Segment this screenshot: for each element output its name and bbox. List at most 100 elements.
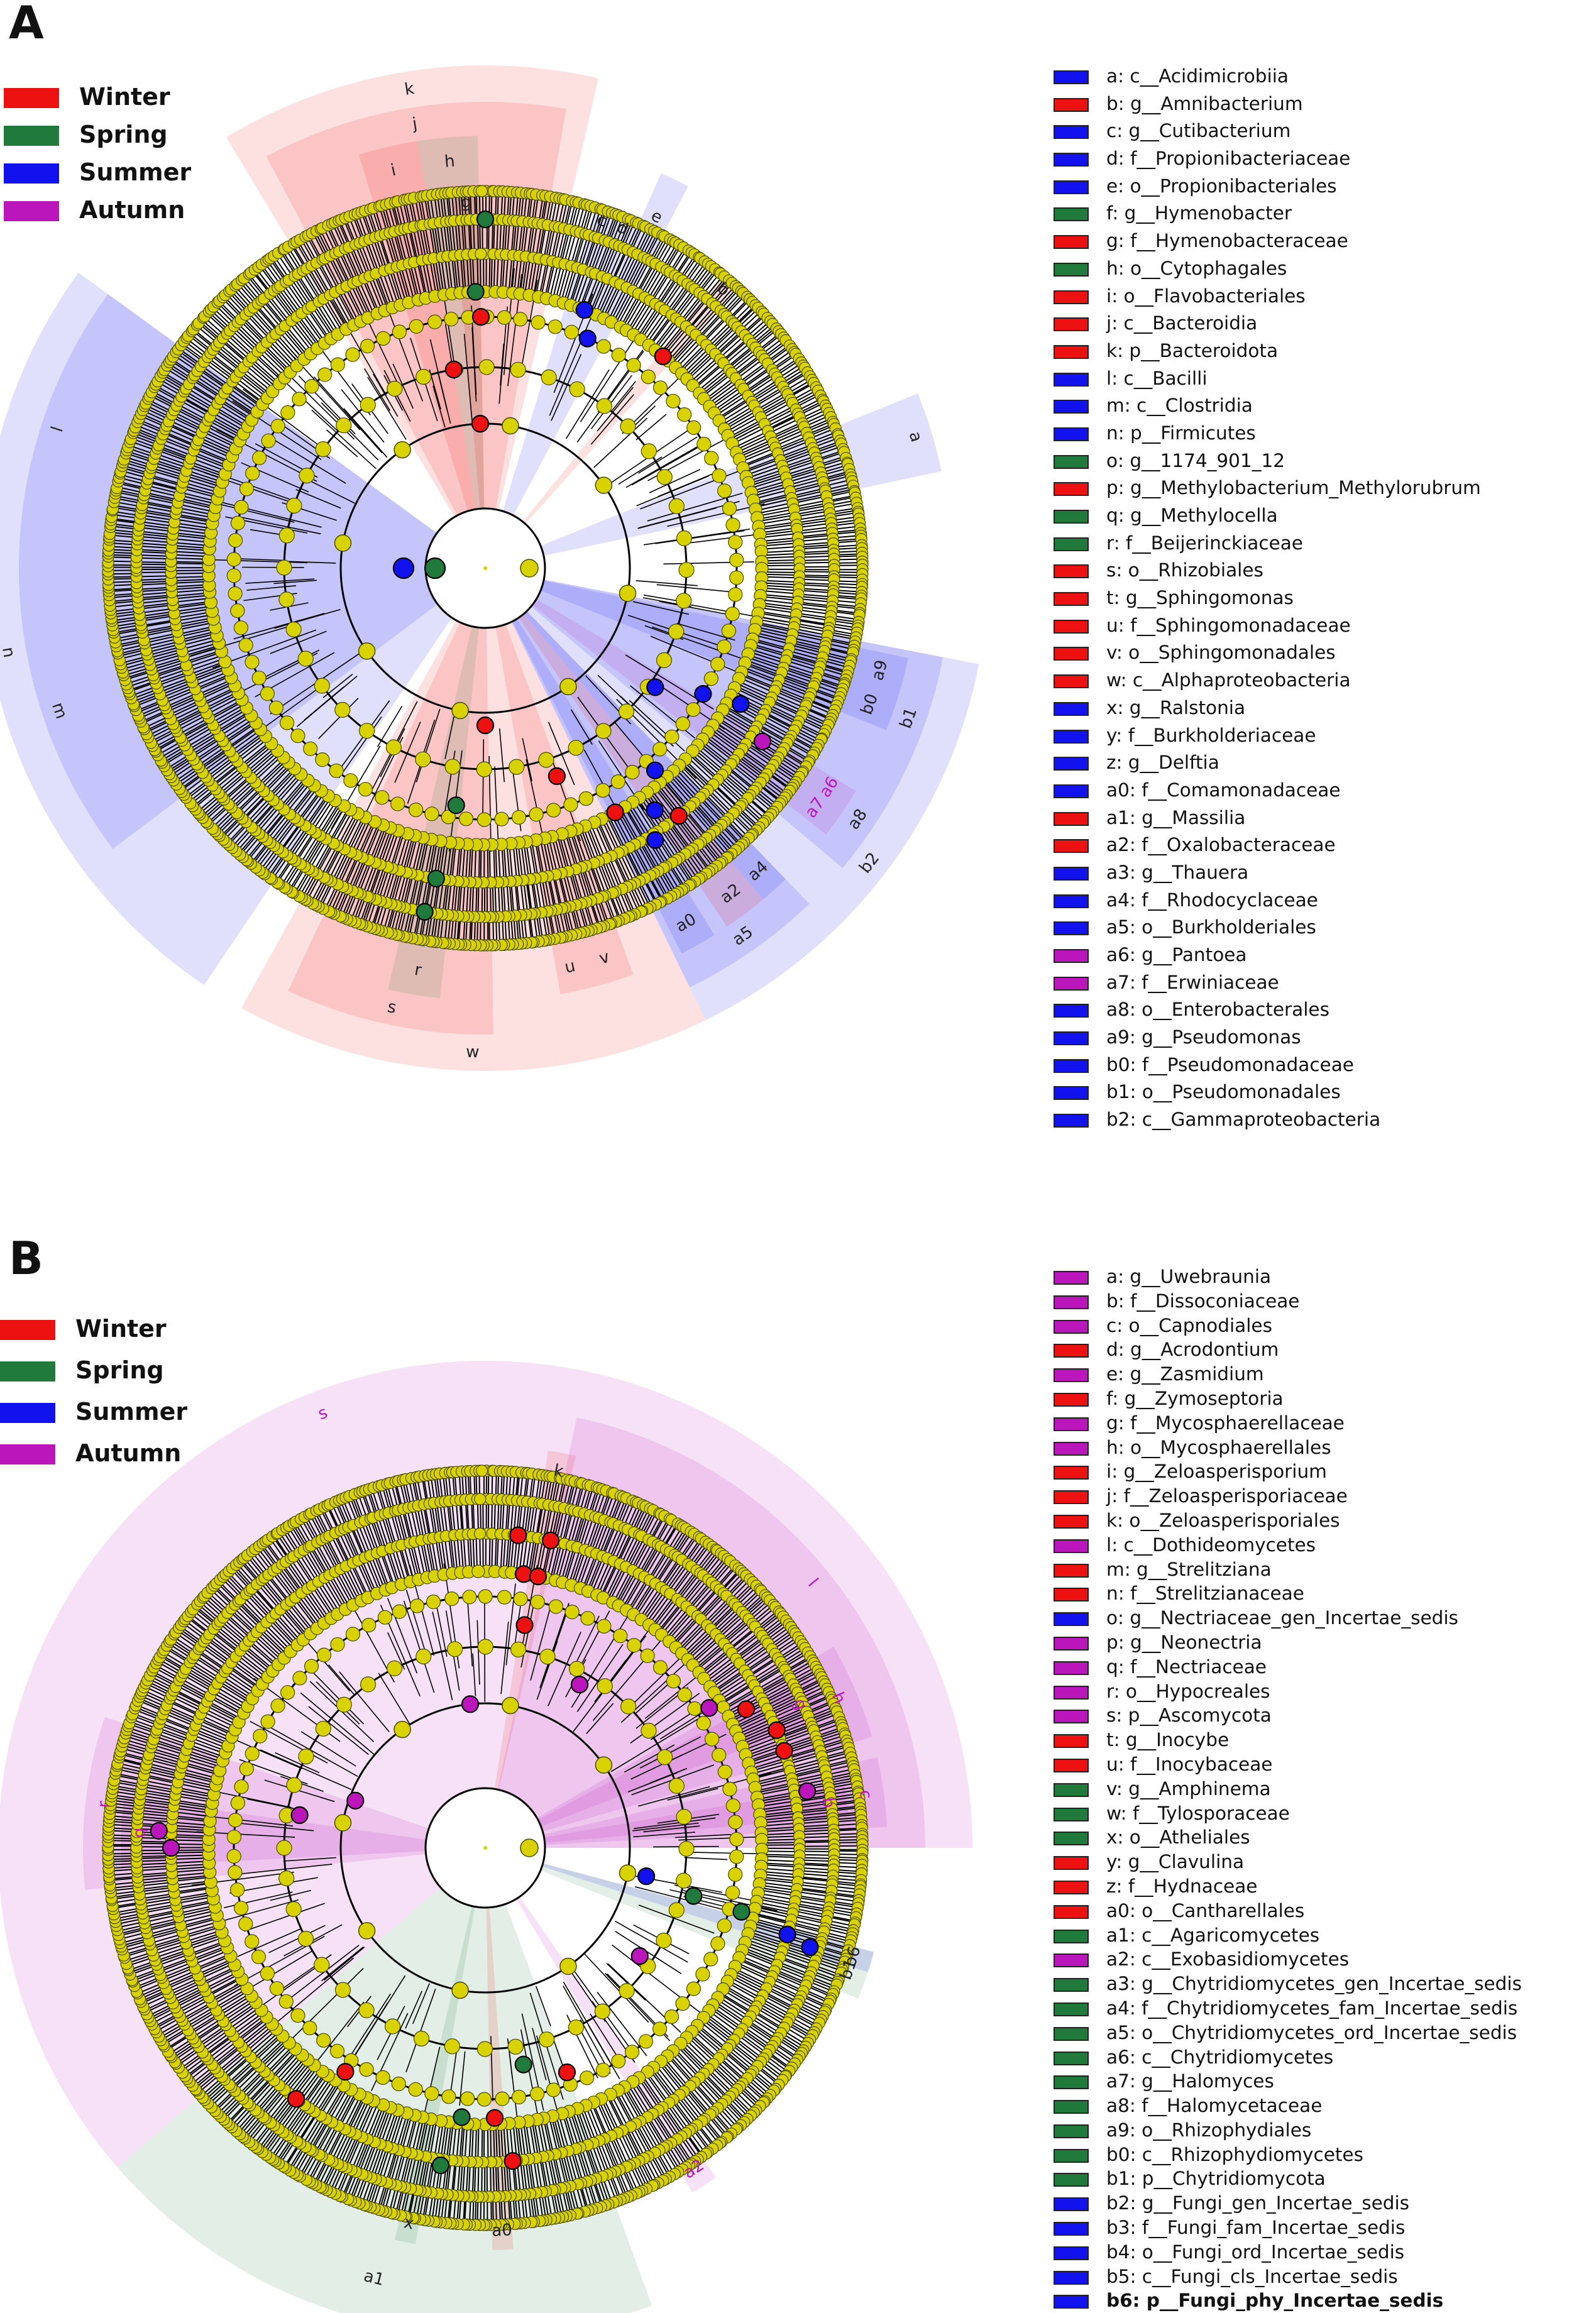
clade-legend-item: a: c__Acidimicrobiia — [1051, 64, 1592, 92]
clade-swatch — [1054, 235, 1089, 250]
taxon-node — [315, 752, 330, 767]
clade-swatch — [1054, 2148, 1089, 2163]
clade-legend-item: f: g__Zymoseptoria — [1051, 1387, 1592, 1411]
taxon-node — [686, 420, 702, 436]
clade-legend-item: a2: f__Oxalobacteraceae — [1051, 833, 1592, 860]
clade-legend-item: a3: g__Chytridiomycetes_gen_Incertae_sed… — [1051, 1972, 1592, 1996]
taxon-node — [502, 417, 519, 435]
clade-label: j: c__Bacteroidia — [1106, 312, 1258, 334]
season-label: Summer — [75, 1398, 188, 1426]
clade-label: y: g__Clavulina — [1106, 1851, 1245, 1873]
taxon-node — [270, 419, 285, 434]
taxon-node — [725, 517, 740, 532]
taxon-node — [728, 534, 743, 550]
taxon-node — [675, 1996, 690, 2011]
taxon-node — [529, 807, 544, 822]
clade-swatch — [1054, 1929, 1089, 1943]
clade-swatch — [1054, 70, 1089, 84]
taxon-node — [334, 1814, 352, 1832]
clade-label: x: g__Ralstonia — [1106, 696, 1246, 718]
clade-legend-item: a: g__Uwebraunia — [1051, 1265, 1592, 1289]
taxon-node — [652, 380, 668, 395]
taxon-node — [619, 1982, 635, 1999]
clade-swatch — [1054, 125, 1089, 140]
clade-label: a2: c__Exobasidiomycetes — [1106, 1948, 1350, 1970]
season-swatch — [4, 163, 59, 184]
clade-swatch — [1054, 1514, 1089, 1529]
clade-label: r: f__Beijerinckiaceae — [1106, 532, 1303, 554]
taxon-node — [568, 1661, 585, 1677]
season-label: Autumn — [75, 1439, 182, 1467]
clade-swatch — [1054, 674, 1089, 689]
clade-label: x: o__Atheliales — [1106, 1827, 1250, 1849]
taxon-node — [416, 1648, 432, 1665]
clade-label: q: f__Nectriaceae — [1106, 1656, 1267, 1678]
taxon-node — [652, 1660, 668, 1675]
ring — [424, 1787, 546, 1909]
taxon-node — [725, 1885, 740, 1900]
clade-legend-item: e: g__Zasmidium — [1051, 1362, 1592, 1387]
biomarker-node — [509, 1526, 527, 1544]
taxon-node — [226, 1849, 241, 1864]
clade-label: g: f__Mycosphaerellaceae — [1106, 1412, 1345, 1434]
clade-swatch — [1054, 592, 1089, 607]
taxon-node — [316, 1647, 332, 1662]
taxon-node — [677, 407, 692, 422]
clade-legend-item: t: g__Sphingomonas — [1051, 586, 1592, 613]
taxon-node — [251, 671, 267, 686]
taxon-node — [476, 761, 492, 777]
taxon-node — [314, 1957, 330, 1973]
taxon-node — [226, 568, 241, 583]
season-swatch — [0, 1444, 55, 1464]
clade-swatch — [1054, 1441, 1089, 1456]
clade-legend-item: b5: c__Fungi_cls_Incertae_sedis — [1051, 2265, 1592, 2289]
taxon-node — [729, 570, 744, 585]
taxon-node — [230, 1795, 245, 1811]
clade-label: t: g__Sphingomonas — [1106, 587, 1294, 609]
season-label: Spring — [79, 121, 168, 148]
clade-swatch — [1054, 949, 1089, 963]
taxon-node — [546, 2082, 561, 2097]
clade-label: b6: p__Fungi_phy_Incertae_sedis — [1106, 2290, 1444, 2312]
clade-legend-item: z: g__Delftia — [1051, 750, 1592, 778]
clade-label: b2: g__Fungi_gen_Incertae_sedis — [1106, 2192, 1410, 2214]
taxon-node — [359, 2062, 374, 2077]
taxon-node — [717, 483, 732, 498]
taxon-node — [413, 2030, 430, 2047]
clade-legend-item: i: g__Zeloasperisporium — [1051, 1459, 1592, 1484]
taxon-node — [597, 1678, 613, 1695]
taxon-node — [238, 637, 253, 653]
clade-legend-item: e: o__Propionibacteriales — [1051, 174, 1592, 202]
clade-label: t: g__Inocybe — [1106, 1729, 1230, 1751]
biomarker-node — [775, 1742, 793, 1760]
biomarker-node — [570, 1676, 589, 1694]
clade-swatch — [1054, 1563, 1089, 1578]
clade-label: w: c__Alphaproteobacteria — [1106, 669, 1351, 691]
taxon-node — [530, 1595, 545, 1610]
biomarker-node — [637, 1867, 656, 1886]
taxon-node — [520, 559, 539, 578]
biomarker-node — [287, 2090, 305, 2108]
taxon-node — [666, 1674, 681, 1689]
taxon-node — [728, 587, 743, 602]
taxon-node — [329, 2043, 345, 2058]
taxon-node — [280, 715, 295, 730]
taxon-node — [704, 451, 719, 466]
clade-label: a4: f__Rhodocyclaceae — [1106, 889, 1318, 911]
clade-swatch — [1054, 2075, 1089, 2090]
clade-label: m: g__Strelitziana — [1106, 1558, 1272, 1580]
taxon-node — [292, 392, 307, 407]
clade-legend-item: m: g__Strelitziana — [1051, 1558, 1592, 1582]
taxon-node — [280, 1685, 295, 1700]
clade-letter: n — [0, 646, 18, 659]
clade-swatch — [1054, 647, 1089, 661]
clade-legend-item: n: p__Firmicutes — [1051, 421, 1592, 449]
taxon-node — [358, 782, 373, 797]
clade-legend-item: a2: c__Exobasidiomycetes — [1051, 1947, 1592, 1972]
clade-legend-item: b1: o__Pseudomonadales — [1051, 1080, 1592, 1107]
clade-legend-item: t: g__Inocybe — [1051, 1728, 1592, 1752]
taxon-node — [286, 1777, 302, 1793]
clade-swatch — [1054, 2222, 1089, 2236]
clade-swatch — [1054, 757, 1089, 771]
